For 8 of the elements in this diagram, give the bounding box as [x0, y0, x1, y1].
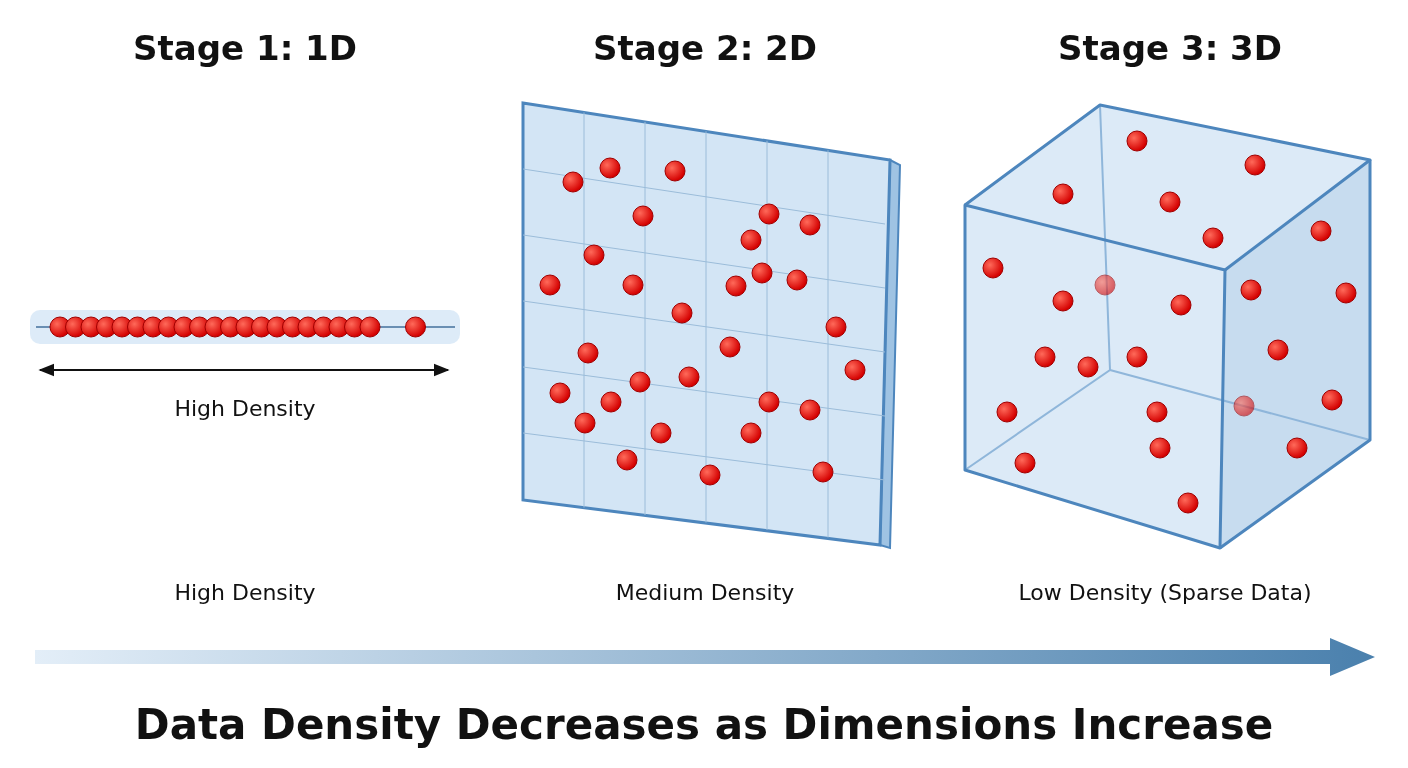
- density-label: Low Density (Sparse Data): [1018, 580, 1312, 605]
- stage-heading: Stage 2: 2D: [593, 28, 817, 68]
- density-label: High Density: [174, 396, 316, 421]
- stage-heading: Stage 3: 3D: [1058, 28, 1282, 68]
- stage-heading: Stage 1: 1D: [133, 28, 357, 68]
- density-label: High Density: [174, 580, 316, 605]
- density-label: Medium Density: [615, 580, 795, 605]
- caption: Data Density Decreases as Dimensions Increase: [134, 700, 1274, 749]
